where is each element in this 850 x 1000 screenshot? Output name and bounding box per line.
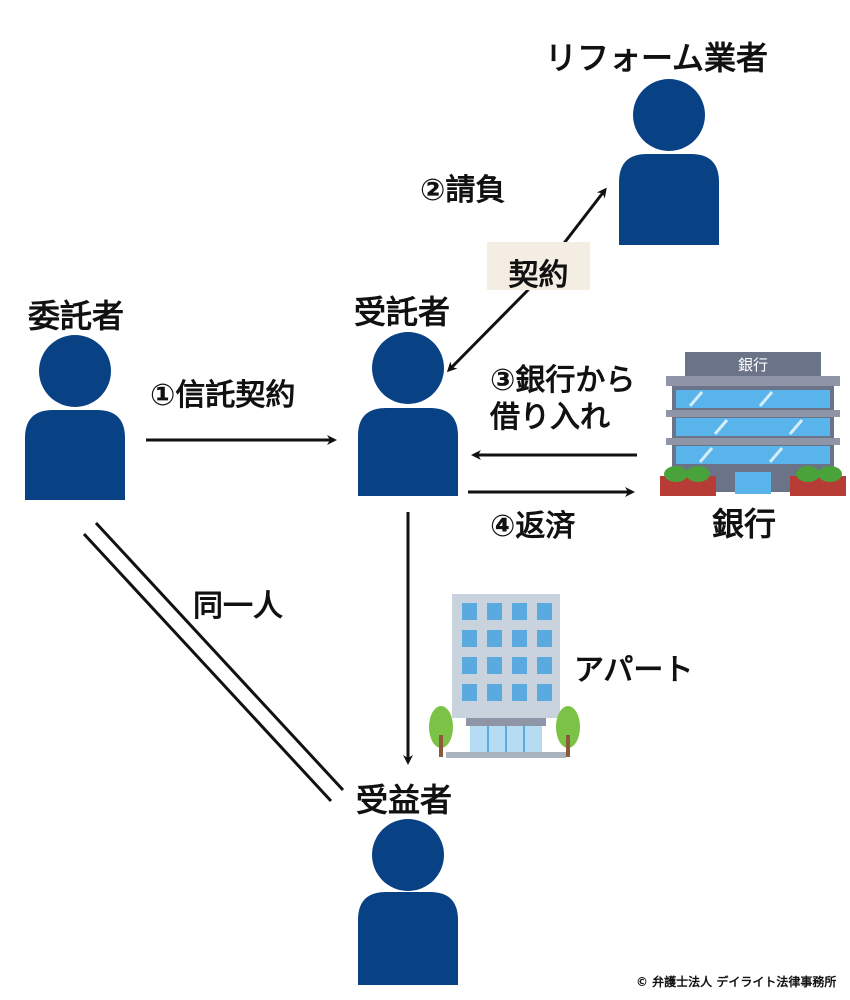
settlor-person-icon: [25, 335, 125, 500]
beneficiary-label: 受益者: [356, 781, 453, 819]
bank-borrow-label-line2: 借り入れ: [490, 400, 610, 435]
contractor-label: リフォーム業者: [545, 39, 769, 77]
contract-badge-text: 契約: [508, 258, 569, 293]
trust-contract-label: ①信託契約: [150, 378, 296, 413]
settlor-label: 委託者: [28, 297, 125, 335]
trustee-person-icon: [358, 332, 458, 496]
apartment-label: アパート: [574, 653, 694, 688]
same-person-double-line: [82, 521, 345, 803]
trustee-label: 受託者: [354, 293, 451, 331]
copyright-text: © 弁護士法人 デイライト法律事務所: [636, 975, 837, 989]
contract-badge: 契約: [487, 242, 590, 293]
bank-borrow-label-line1: ③銀行から: [490, 363, 636, 398]
repayment-label: ④返済: [490, 509, 576, 544]
beneficiary-person-icon: [358, 819, 458, 985]
construction-label: ②請負: [420, 173, 506, 208]
apartment-building-icon: [429, 594, 580, 758]
construction-contract-arrow-start: [446, 288, 530, 373]
bank-sign-text: 銀行: [738, 356, 768, 374]
same-person-label: 同一人: [193, 589, 283, 624]
bank-building-icon: [660, 352, 846, 496]
bank-label: 銀行: [712, 505, 777, 543]
contractor-person-icon: [619, 79, 719, 245]
